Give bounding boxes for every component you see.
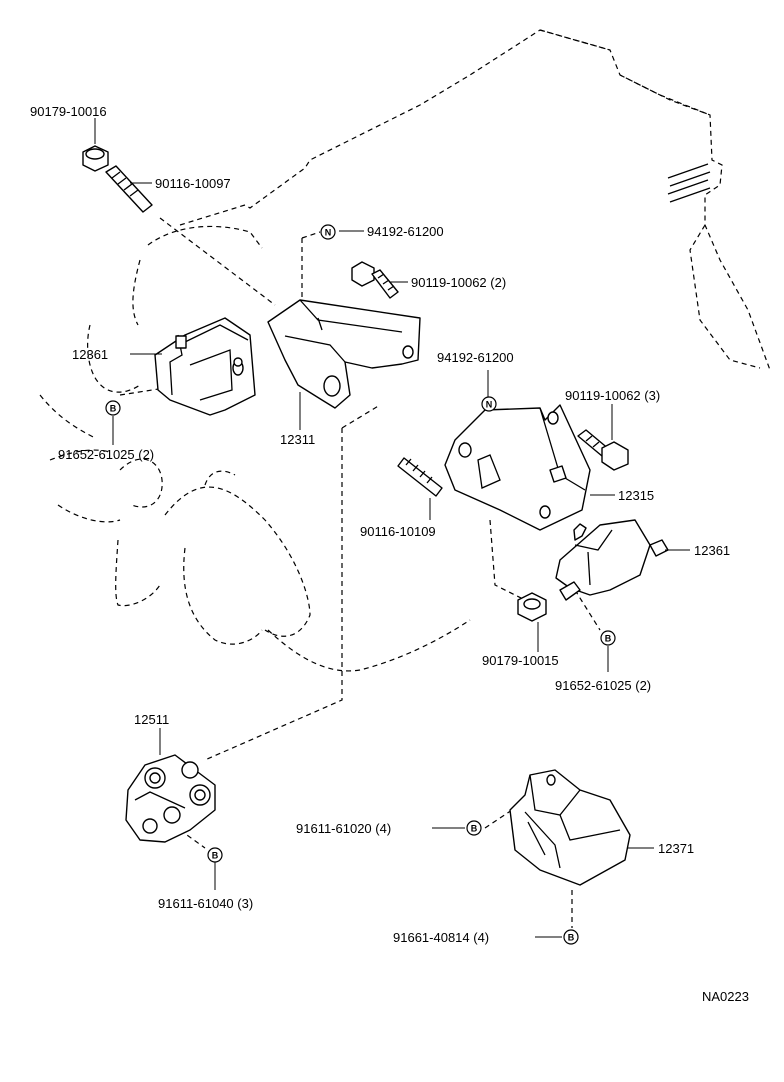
label-94192-61200-b: 94192-61200 bbox=[437, 350, 514, 365]
insulator-12371 bbox=[509, 769, 631, 886]
label-12511: 12511 bbox=[134, 712, 169, 727]
label-12361-b: 12361 bbox=[694, 543, 730, 558]
fan-outline bbox=[39, 225, 471, 672]
label-12311: 12311 bbox=[280, 432, 315, 447]
label-91611-61020-4: 91611-61020 (4) bbox=[296, 821, 391, 836]
stud-90116-10097 bbox=[105, 165, 153, 213]
mark-n-left: N bbox=[320, 224, 336, 240]
insulator-12361-left bbox=[154, 317, 256, 416]
svg-text:B: B bbox=[568, 933, 575, 943]
label-91652-61025-2a: 91652-61025 (2) bbox=[58, 447, 154, 462]
label-91661-40814-4: 91661-40814 (4) bbox=[393, 930, 489, 945]
engine-block-outline bbox=[179, 29, 771, 371]
bracket-12511 bbox=[125, 754, 216, 843]
mark-b-12371-lower: B bbox=[563, 929, 579, 945]
bracket-12311 bbox=[267, 299, 421, 409]
svg-text:N: N bbox=[486, 400, 493, 410]
label-91611-61040-3: 91611-61040 (3) bbox=[158, 896, 253, 911]
label-90116-10097: 90116-10097 bbox=[155, 176, 231, 191]
mark-n-right: N bbox=[481, 396, 497, 412]
label-91652-61025-2b: 91652-61025 (2) bbox=[555, 678, 651, 693]
bracket-12315 bbox=[444, 404, 591, 531]
mark-b-12371-upper: B bbox=[466, 820, 482, 836]
label-90179-10016: 90179-10016 bbox=[30, 104, 107, 119]
svg-text:B: B bbox=[212, 851, 219, 861]
stud-90116-10109 bbox=[397, 457, 443, 497]
bolt-90119-10062-3 bbox=[577, 429, 629, 471]
label-12371: 12371 bbox=[658, 841, 694, 856]
mark-b-right: B bbox=[600, 630, 616, 646]
leader-lines bbox=[94, 118, 690, 938]
label-94192-61200-a: 94192-61200 bbox=[367, 224, 444, 239]
label-12361-a: 12361 bbox=[72, 347, 108, 362]
label-90119-10062-3: 90119-10062 (3) bbox=[565, 388, 660, 403]
label-90116-10109: 90116-10109 bbox=[360, 524, 436, 539]
part-labels: 90179-10016 90116-10097 94192-61200 9011… bbox=[30, 104, 749, 1004]
insulator-12361-right bbox=[555, 519, 669, 601]
reference-code: NA0223 bbox=[702, 989, 749, 1004]
mark-b-12511: B bbox=[207, 847, 223, 863]
label-90119-10062-2: 90119-10062 (2) bbox=[411, 275, 506, 290]
bolt-90119-10062-2 bbox=[351, 261, 399, 299]
nut-90179-10016 bbox=[82, 145, 109, 172]
label-90179-10015: 90179-10015 bbox=[482, 653, 559, 668]
svg-text:B: B bbox=[471, 824, 478, 834]
mark-b-left: B bbox=[105, 400, 121, 416]
svg-text:N: N bbox=[325, 228, 332, 238]
svg-text:B: B bbox=[110, 404, 117, 414]
svg-text:B: B bbox=[605, 634, 612, 644]
nut-90179-10015 bbox=[517, 592, 547, 622]
label-12315: 12315 bbox=[618, 488, 654, 503]
